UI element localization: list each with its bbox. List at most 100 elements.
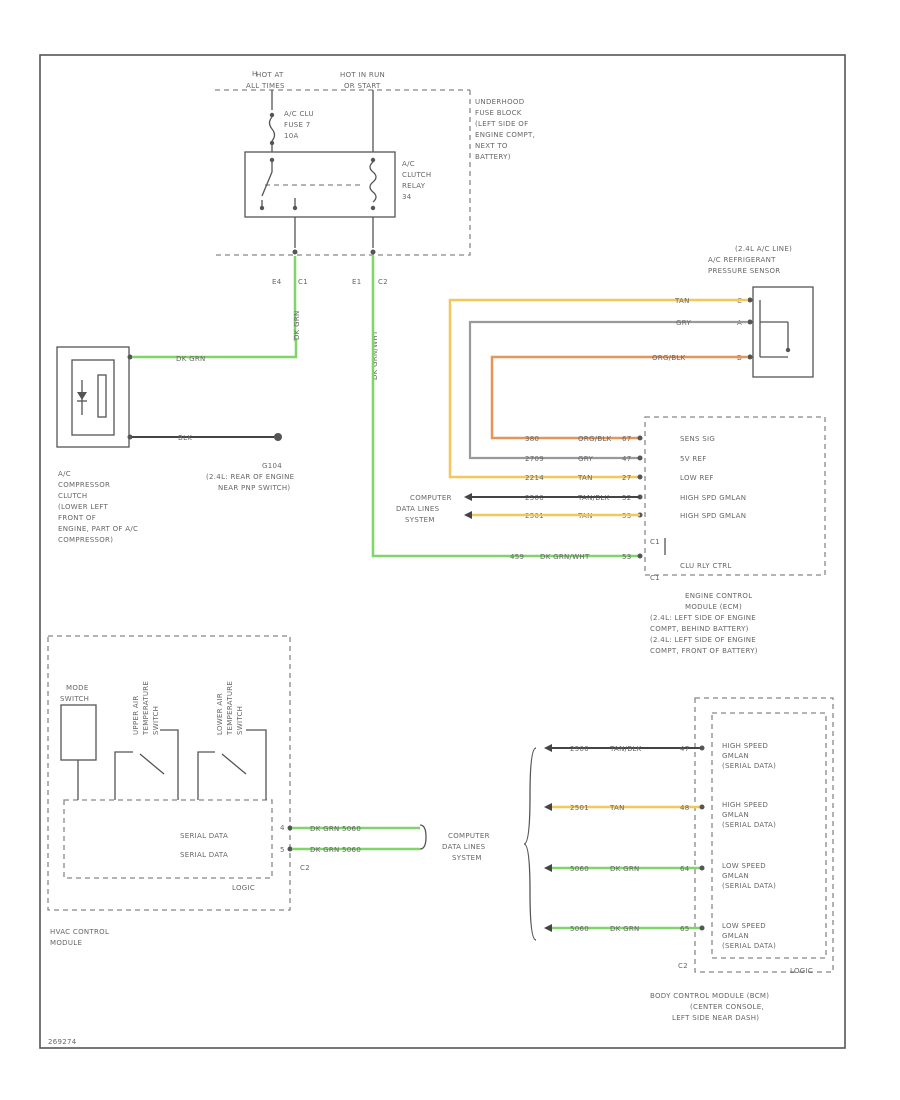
bcm-row-label: GMLAN bbox=[722, 752, 749, 760]
ecm-row-label: HIGH SPD GMLAN bbox=[680, 494, 746, 502]
ps-l1: (2.4L A/C LINE) bbox=[735, 245, 792, 253]
bcm-row-arrow-icon bbox=[544, 744, 552, 752]
lower-switch-wire-l bbox=[197, 751, 215, 800]
hvac-logic-box bbox=[63, 799, 273, 879]
upper-switch-blade-icon bbox=[139, 753, 165, 775]
ecm-row-color: GRY bbox=[578, 455, 593, 463]
relay-label: A/C CLUTCH RELAY 34 bbox=[402, 160, 431, 201]
clutch-pin-bottom bbox=[127, 434, 133, 440]
hvac-control-module-box bbox=[47, 635, 291, 911]
bcm-row-terminal bbox=[699, 865, 705, 871]
hot-in-run: HOT IN RUN OR START bbox=[340, 71, 385, 90]
bcm-row-color: TAN/BLK bbox=[609, 745, 642, 753]
hvac-pin1: 4 bbox=[280, 824, 285, 832]
relay-pin-e1: E1 bbox=[352, 278, 361, 286]
relay-out-left-pin bbox=[292, 249, 298, 255]
bcm-row-label: (SERIAL DATA) bbox=[722, 942, 776, 950]
hvac-splice-bracket bbox=[419, 824, 427, 850]
ecm-label: ENGINE CONTROL MODULE (ECM) (2.4L: LEFT … bbox=[650, 592, 758, 655]
ecm-row-terminal bbox=[637, 474, 643, 480]
ecm-l2: MODULE (ECM) bbox=[685, 603, 742, 611]
wire-dk-grn-wht-relay-ctrl bbox=[371, 256, 640, 558]
bcm-row-color: DK GRN bbox=[610, 925, 640, 933]
lower-switch-l3: SWITCH bbox=[236, 706, 244, 735]
ecm-row-circuit: 2214 bbox=[525, 474, 544, 482]
bcm-row-arrow-icon bbox=[544, 864, 552, 872]
cdl1-l2: DATA LINES bbox=[396, 505, 440, 513]
fuse-icon bbox=[268, 116, 276, 142]
underhood-label: UNDERHOOD FUSE BLOCK (LEFT SIDE OF ENGIN… bbox=[475, 98, 535, 161]
ecm-row-pin: 27 bbox=[622, 474, 632, 482]
ecm-l3: (2.4L: LEFT SIDE OF ENGINE bbox=[650, 614, 756, 622]
fuse-label: A/C CLU FUSE 7 10A bbox=[284, 110, 314, 140]
relay-coil-icon bbox=[369, 161, 377, 203]
diode-icon bbox=[77, 392, 87, 400]
ecm-row-label: SENS SIG bbox=[680, 435, 715, 443]
ecm-conn-c1-top: C1 bbox=[650, 538, 660, 546]
cdl2-l3: SYSTEM bbox=[452, 854, 482, 862]
hot-run-line1: HOT IN RUN bbox=[340, 71, 385, 79]
ecm-row-pin: 47 bbox=[622, 455, 632, 463]
ecm-row-pin: 67 bbox=[622, 435, 632, 443]
wire-dk-grn-clutch bbox=[132, 256, 298, 359]
bcm-row-color: DK GRN bbox=[610, 865, 640, 873]
bcm-row-pin: 47 bbox=[680, 745, 690, 753]
hvac-wire1: DK GRN 5060 bbox=[310, 825, 361, 833]
hvac-logic: LOGIC bbox=[232, 884, 255, 892]
bcm-row-pin: 48 bbox=[680, 804, 690, 812]
ecm-row-terminal bbox=[637, 435, 643, 441]
gnd-l2: (2.4L: REAR OF ENGINE bbox=[206, 473, 294, 481]
hvac-l1: HVAC CONTROL bbox=[50, 928, 109, 936]
wire-tan-low-ref bbox=[448, 298, 748, 479]
figure-id: 269274 bbox=[48, 1038, 77, 1046]
hvac-label: HVAC CONTROL MODULE bbox=[50, 928, 109, 947]
fuse-l3: 10A bbox=[284, 132, 299, 140]
relay-row-label: CLU RLY CTRL bbox=[680, 562, 732, 570]
ecm-row-circuit: 380 bbox=[525, 435, 539, 443]
wire-orgblk-sens-sig bbox=[490, 355, 748, 440]
bcm-label: BODY CONTROL MODULE (BCM) (CENTER CONSOL… bbox=[650, 992, 769, 1022]
ecm-conn-c1-bottom: C1 bbox=[650, 574, 660, 582]
arrow-tan-icon bbox=[464, 511, 472, 519]
hvac-pin1-terminal bbox=[287, 825, 293, 831]
upper-switch-l1: UPPER AIR bbox=[132, 696, 140, 736]
cdl2-l2: DATA LINES bbox=[442, 843, 486, 851]
bcm-row-label: (SERIAL DATA) bbox=[722, 821, 776, 829]
cl-l4: (LOWER LEFT bbox=[58, 503, 109, 511]
bcm-row-pin: 65 bbox=[680, 925, 690, 933]
bcm-row-label: (SERIAL DATA) bbox=[722, 762, 776, 770]
bcm-conn: C2 bbox=[678, 962, 688, 970]
computer-data-lines-mid: COMPUTER DATA LINES SYSTEM bbox=[442, 832, 490, 862]
relay-coil-terminal-top bbox=[370, 157, 376, 163]
relay-l2: CLUTCH bbox=[402, 171, 431, 179]
ecm-l6: COMPT, FRONT OF BATTERY) bbox=[650, 647, 758, 655]
clutch-wire-bottom-label: BLK bbox=[178, 434, 192, 442]
bcm-row-arrow-icon bbox=[544, 924, 552, 932]
ecm-row-label: HIGH SPD GMLAN bbox=[680, 512, 746, 520]
cdl2-l1: COMPUTER bbox=[448, 832, 490, 840]
relay-l3: RELAY bbox=[402, 182, 426, 190]
ms-l1: MODE bbox=[66, 684, 89, 692]
lower-switch-l1: LOWER AIR bbox=[216, 693, 224, 735]
hot-all-line2: ALL TIMES bbox=[246, 82, 285, 90]
relay-row-color: DK GRN/WHT bbox=[540, 553, 590, 561]
gnd-l3: NEAR PNP SWITCH) bbox=[218, 484, 290, 492]
hot-run-line2: OR START bbox=[344, 82, 381, 90]
relay-row-pin: 53 bbox=[622, 553, 632, 561]
bcm-l2: (CENTER CONSOLE, bbox=[690, 1003, 764, 1011]
ac-compressor-clutch-box bbox=[56, 346, 130, 448]
ps-wire-gry: GRY bbox=[676, 319, 691, 327]
relay-conn-c2: C2 bbox=[378, 278, 388, 286]
cl-l5: FRONT OF bbox=[58, 514, 96, 522]
bcm-row-color: TAN bbox=[609, 804, 625, 812]
bcm-row-circuit: 2500 bbox=[570, 745, 589, 753]
hot-all-line1: HOT AT bbox=[256, 71, 284, 79]
bcm-row-label: GMLAN bbox=[722, 811, 749, 819]
cl-l3: CLUTCH bbox=[58, 492, 87, 500]
cl-l1: A/C bbox=[58, 470, 71, 478]
upper-switch-l3: SWITCH bbox=[152, 706, 160, 735]
bcm-row-terminal bbox=[699, 745, 705, 751]
arrow-tanblk-icon bbox=[464, 493, 472, 501]
mode-switch-icon bbox=[60, 704, 97, 761]
